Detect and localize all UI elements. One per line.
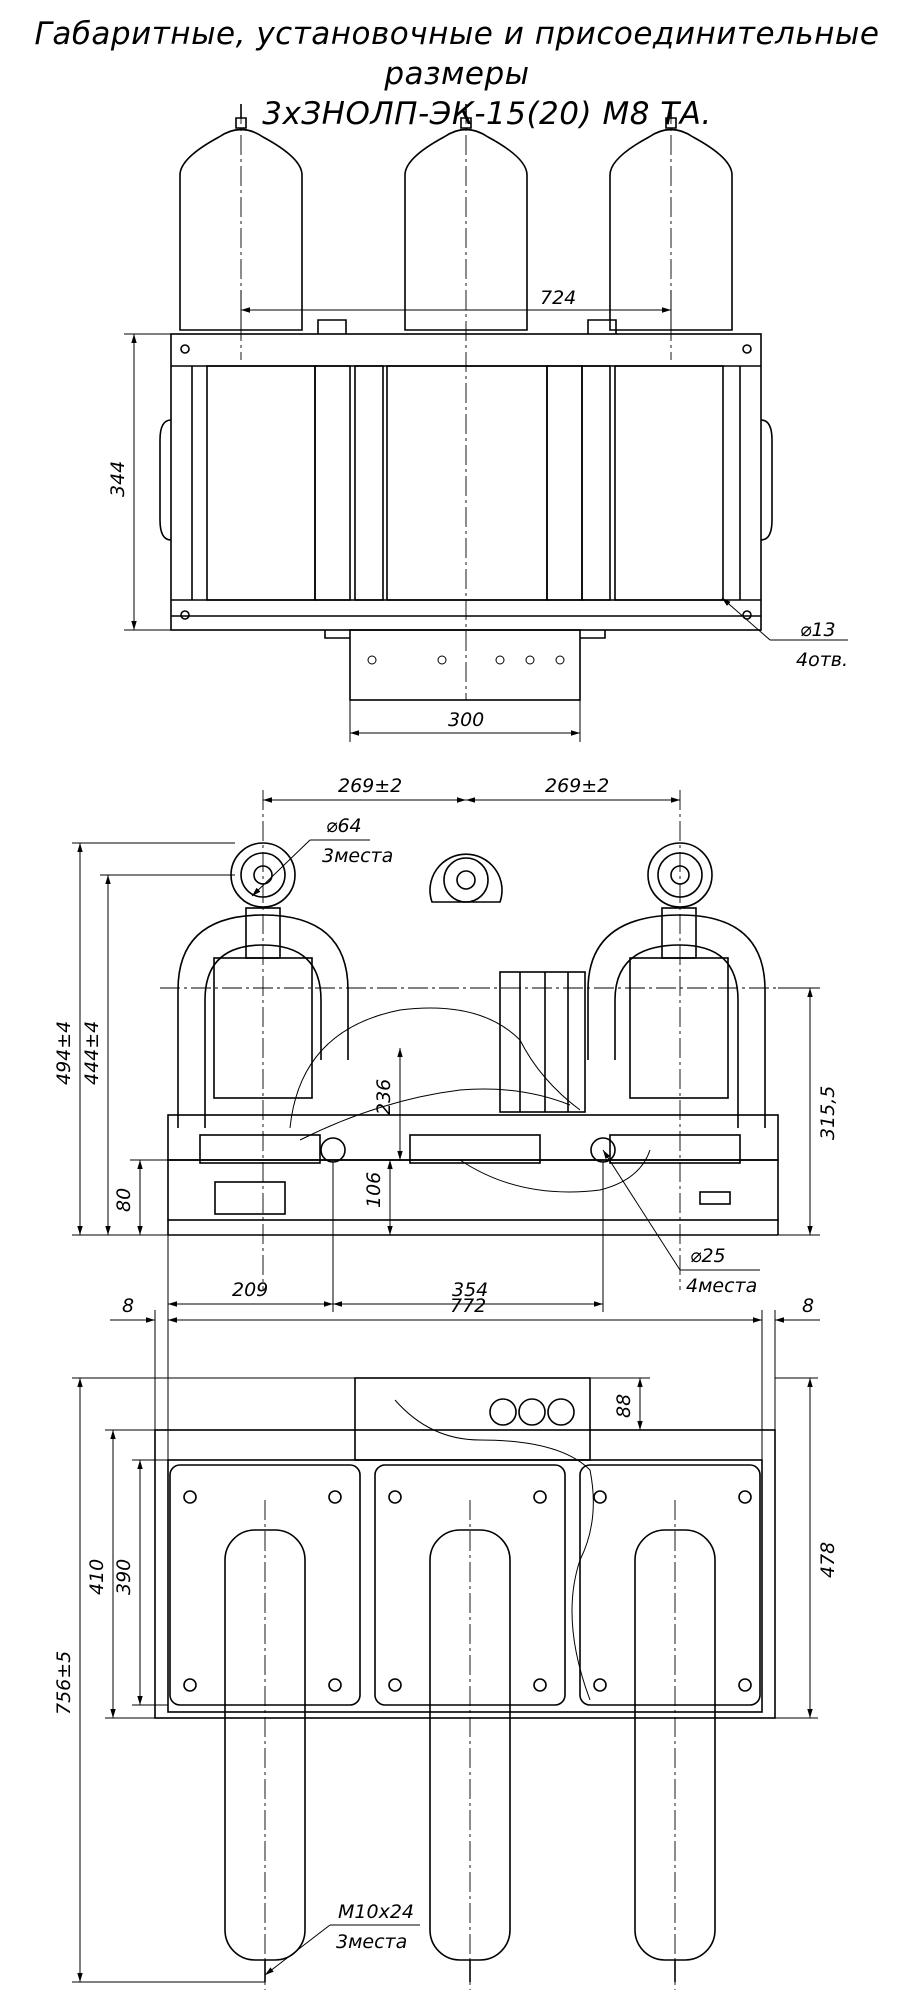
top-view-frame [159,319,773,701]
top-view-dimensions: 724 344 300 ⌀13 4отв. [107,287,848,742]
front-view-dimensions: 269±2 269±2 ⌀64 3места 494±4 444±4 236 1… [53,775,839,1312]
side-view-body [154,1377,776,1990]
dim-front-box-height: 236 [373,1079,395,1115]
title-line-1: Габаритные, установочные и присоединител… [34,16,880,92]
dim-side-390: 390 [113,1559,135,1595]
dim-side-thread-count: 3места [336,1931,407,1953]
dim-front-spacing-left: 269±2 [338,775,402,797]
dim-front-right-height: 315,5 [817,1086,839,1140]
dim-side-box-depth: 88 [613,1394,635,1418]
dim-front-hole-dia: ⌀25 [690,1245,726,1267]
dim-front-height-2: 444±4 [81,1021,103,1085]
dim-side-478: 478 [817,1542,839,1578]
dim-top-height: 344 [107,461,129,497]
dim-front-left-offset: 209 [232,1279,268,1301]
dim-front-hole-spacing: 354 [452,1279,488,1301]
dim-front-base-height: 80 [113,1188,135,1212]
dim-top-base: 300 [448,709,484,731]
dim-top-width: 724 [540,287,576,309]
dim-front-spacing-right: 269±2 [545,775,609,797]
drawing-title: Габаритные, установочные и присоединител… [0,14,914,134]
dim-front-hole-count: 4места [686,1275,757,1297]
dim-side-410: 410 [86,1559,108,1595]
side-view-dimensions: 8 772 8 88 756±5 410 390 478 [53,1295,839,1983]
title-line-2: 3хЗНОЛП-ЭК-15(20) М8 ТА. [262,96,712,132]
dim-front-terminal-count: 3места [322,845,393,867]
dim-side-thread: M10x24 [338,1901,414,1923]
dim-side-offset-left: 8 [122,1295,134,1317]
dim-side-width: 772 [450,1295,486,1317]
dim-side-total-length: 756±5 [53,1651,75,1715]
dim-front-total-height: 494±4 [53,1021,75,1085]
dim-front-mount-height: 106 [363,1172,385,1208]
top-view: 724 344 300 ⌀13 4отв. [107,104,848,742]
dim-top-hole-dia: ⌀13 [800,619,836,641]
dim-top-hole-count: 4отв. [796,649,848,671]
dim-side-offset-right: 8 [802,1295,814,1317]
front-view: 269±2 269±2 ⌀64 3места 494±4 444±4 236 1… [53,775,839,1312]
dim-front-terminal-dia: ⌀64 [326,815,362,837]
top-view-bushings [179,104,733,700]
side-view: 8 772 8 88 756±5 410 390 478 [53,1295,839,1990]
front-view-body [167,842,779,1236]
